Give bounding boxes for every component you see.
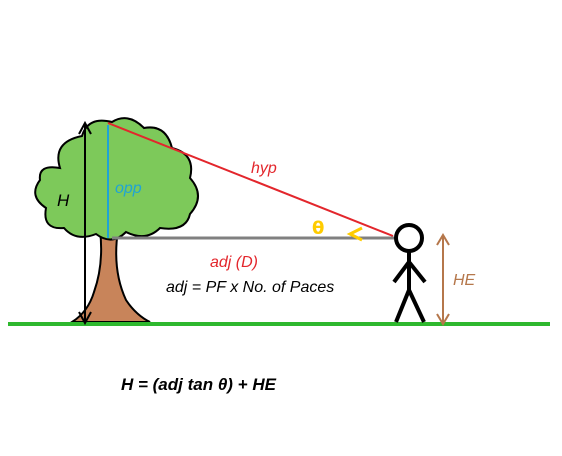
stick-figure — [392, 223, 427, 323]
angle-mark — [346, 226, 363, 242]
height-label: H — [57, 191, 70, 210]
opp-label: opp — [115, 180, 142, 197]
adj-label: adj (D) — [210, 254, 258, 271]
hyp-line — [107, 122, 394, 237]
theta-label: θ — [312, 218, 324, 239]
tree-foliage — [34, 117, 199, 241]
tree-trunk — [68, 229, 151, 323]
hyp-label: hyp — [251, 160, 277, 177]
height-formula: H = (adj tan θ) + HE — [121, 375, 277, 394]
eye-height-arrow — [436, 233, 450, 326]
height-arrow — [78, 120, 92, 326]
eye-height-label: HE — [453, 272, 476, 289]
adj-formula-label: adj = PF x No. of Paces — [166, 279, 334, 296]
